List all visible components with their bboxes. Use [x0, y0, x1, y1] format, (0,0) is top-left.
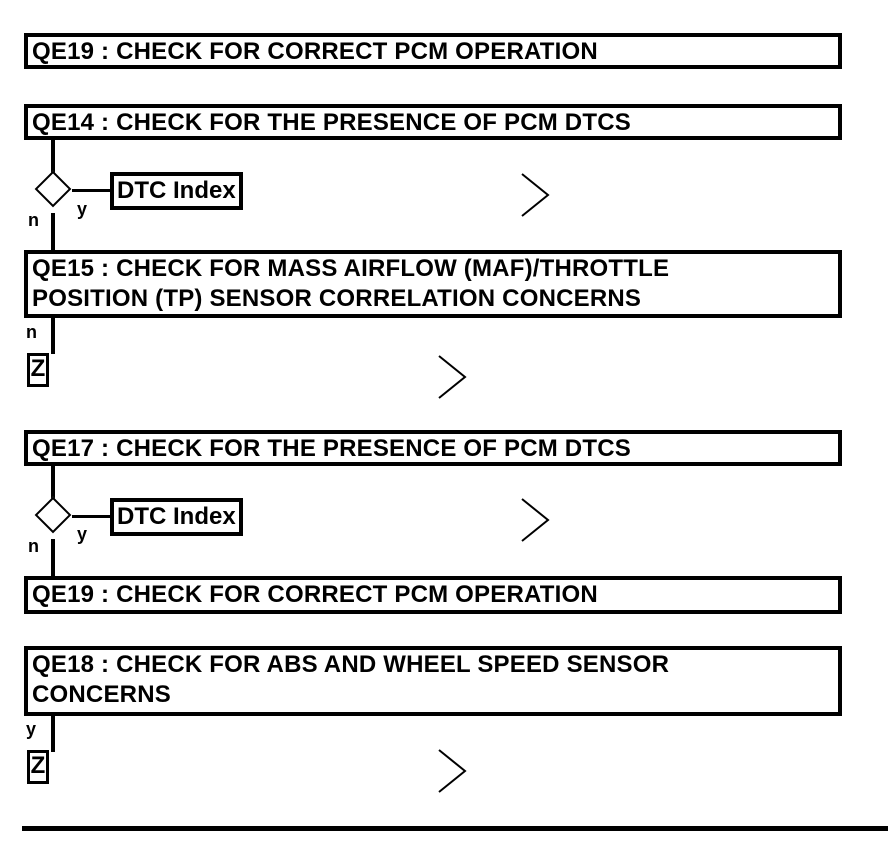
chevron-right-icon	[438, 355, 467, 399]
step-text: QE19 : CHECK FOR CORRECT PCM OPERATION	[32, 38, 598, 65]
step-text: POSITION (TP) SENSOR CORRELATION CONCERN…	[32, 285, 642, 312]
step-box-qe14: QE14 : CHECK FOR THE PRESENCE OF PCM DTC…	[24, 104, 842, 140]
step-text: CONCERNS	[32, 681, 171, 708]
dtc-index-label: DTC Index	[117, 503, 236, 530]
step-text: QE17 : CHECK FOR THE PRESENCE OF PCM DTC…	[32, 435, 631, 462]
step-box-qe19-bottom: QE19 : CHECK FOR CORRECT PCM OPERATION	[24, 576, 842, 614]
chevron-right-icon	[438, 749, 467, 793]
step-text: QE15 : CHECK FOR MASS AIRFLOW (MAF)/THRO…	[32, 255, 670, 282]
no-label: n	[28, 536, 39, 556]
step-text: QE19 : CHECK FOR CORRECT PCM OPERATION	[32, 581, 598, 608]
step-box-qe19-top: QE19 : CHECK FOR CORRECT PCM OPERATION	[24, 33, 842, 69]
connector-line	[51, 213, 55, 251]
chevron-right-icon	[521, 498, 550, 542]
end-marker-label: Z	[30, 752, 46, 779]
step-box-qe15: QE15 : CHECK FOR MASS AIRFLOW (MAF)/THRO…	[24, 250, 842, 318]
chevron-right-icon	[521, 173, 550, 217]
yes-label: y	[26, 719, 37, 739]
connector-line	[51, 466, 55, 500]
connector-line	[72, 515, 112, 518]
step-box-qe17: QE17 : CHECK FOR THE PRESENCE OF PCM DTC…	[24, 430, 842, 466]
connector-line	[72, 189, 112, 192]
connector-line	[51, 716, 55, 752]
yes-label: y	[77, 199, 88, 219]
diamond-decision-icon	[34, 496, 72, 534]
connector-line	[51, 539, 55, 577]
diamond-decision-icon	[34, 170, 72, 208]
step-text: QE18 : CHECK FOR ABS AND WHEEL SPEED SEN…	[32, 651, 670, 678]
end-marker-z: Z	[27, 750, 49, 784]
no-label: n	[26, 322, 37, 342]
end-marker-label: Z	[30, 355, 46, 382]
step-text: QE14 : CHECK FOR THE PRESENCE OF PCM DTC…	[32, 109, 631, 136]
bottom-divider	[22, 826, 888, 831]
no-label: n	[28, 210, 39, 230]
dtc-index-box: DTC Index	[110, 498, 243, 536]
dtc-index-box: DTC Index	[110, 172, 243, 210]
step-box-qe18: QE18 : CHECK FOR ABS AND WHEEL SPEED SEN…	[24, 646, 842, 716]
yes-label: y	[77, 524, 88, 544]
connector-line	[51, 318, 55, 354]
end-marker-z: Z	[27, 353, 49, 387]
dtc-index-label: DTC Index	[117, 177, 236, 204]
connector-line	[51, 140, 55, 174]
